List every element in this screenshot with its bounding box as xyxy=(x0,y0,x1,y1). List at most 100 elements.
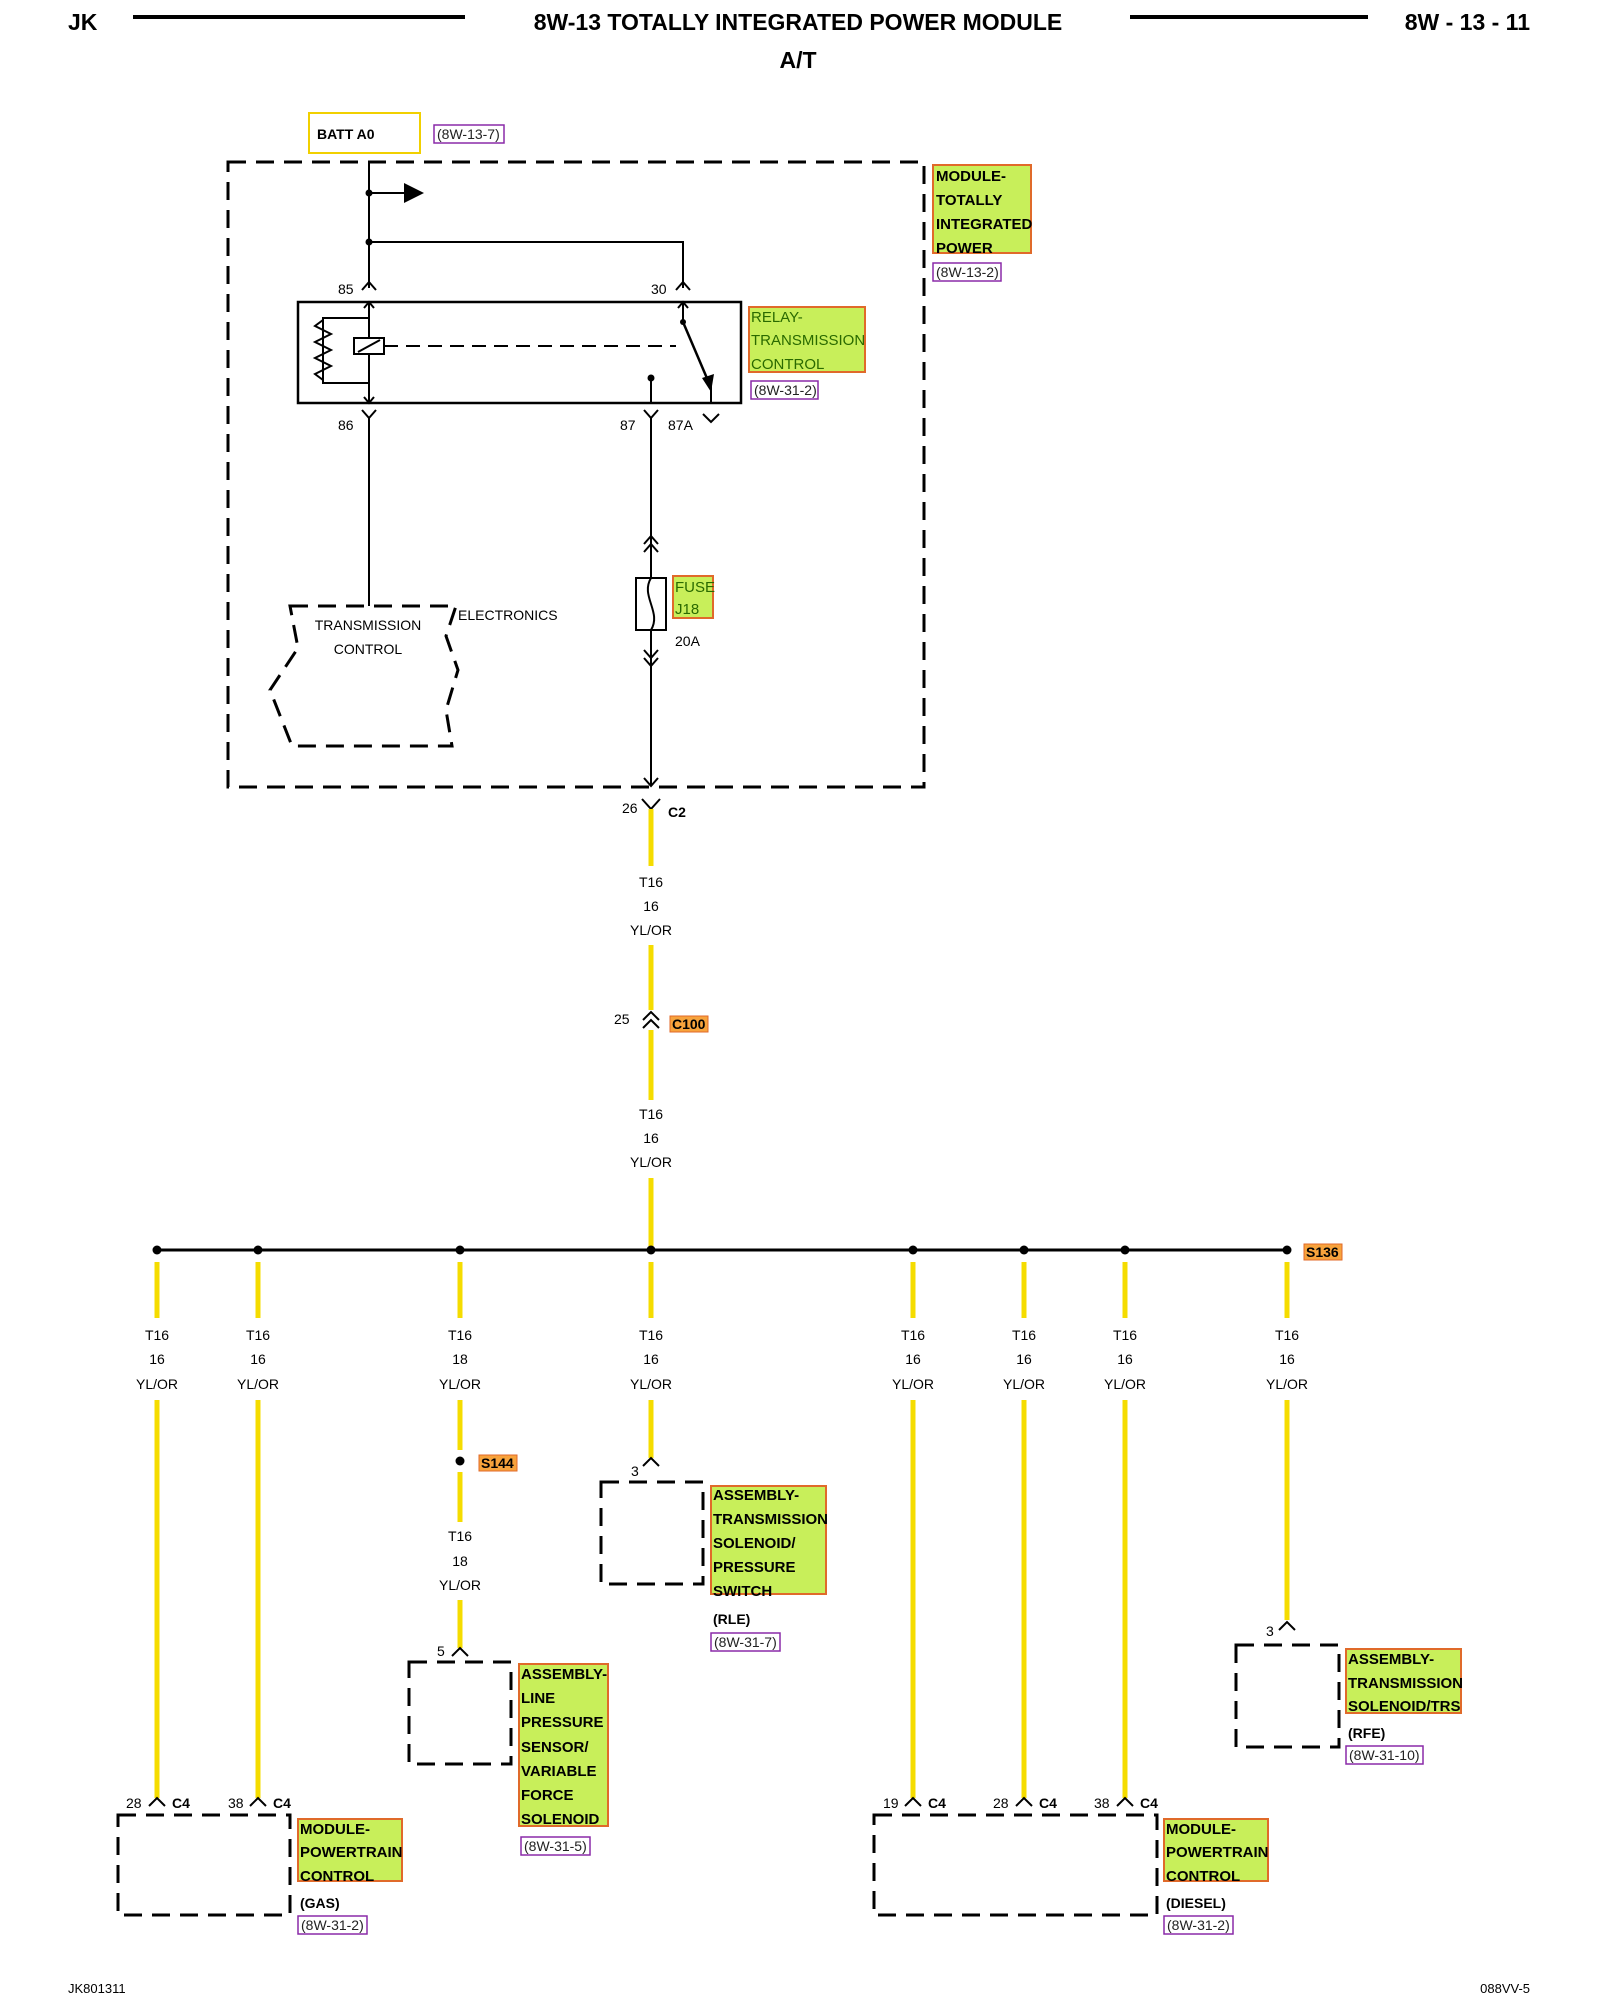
pcm-gas-ref[interactable]: (8W-31-2) xyxy=(301,1917,364,1933)
svg-text:ASSEMBLY-: ASSEMBLY- xyxy=(521,1666,607,1683)
main-wire-gauge: 16 xyxy=(643,898,659,914)
pcm-gas-conn-2: C4 xyxy=(273,1795,291,1811)
relay-pin-86-terminal xyxy=(361,409,377,420)
lps-label: ASSEMBLY- LINE PRESSURE SENSOR/ VARIABLE… xyxy=(521,1666,607,1828)
tce-label-line2: CONTROL xyxy=(334,641,403,657)
svg-text:CONTROL: CONTROL xyxy=(300,1868,374,1885)
pcm-diesel-ref-box[interactable] xyxy=(1163,1915,1234,1935)
c100-label-box[interactable] xyxy=(669,1015,709,1033)
main-wire-gauge-2: 16 xyxy=(643,1130,659,1146)
fuse-rating: 20A xyxy=(675,633,701,649)
pcm-gas-outline xyxy=(116,1813,292,1917)
tsps-ref-box[interactable] xyxy=(710,1632,781,1652)
tsps-label: ASSEMBLY- TRANSMISSION SOLENOID/ PRESSUR… xyxy=(713,1487,828,1600)
svg-text:SOLENOID/TRS: SOLENOID/TRS xyxy=(1348,1698,1461,1715)
tsps-outline xyxy=(599,1480,705,1586)
svg-text:CONTROL: CONTROL xyxy=(751,356,824,373)
tipm-label: MODULE- TOTALLY INTEGRATED POWER xyxy=(936,168,1033,257)
svg-text:T16: T16 xyxy=(246,1327,270,1343)
lps-ref[interactable]: (8W-31-5) xyxy=(524,1838,587,1854)
pcm-diesel-conn-3: C4 xyxy=(1140,1795,1158,1811)
relay-no-contact xyxy=(647,374,655,382)
svg-text:ASSEMBLY-: ASSEMBLY- xyxy=(1348,1651,1434,1668)
main-wire-color: YL/OR xyxy=(630,922,672,938)
pcm-diesel-pin-3: 38 xyxy=(1094,1795,1110,1811)
svg-text:YL/OR: YL/OR xyxy=(892,1376,934,1392)
pcm-diesel-label: MODULE- POWERTRAIN CONTROL xyxy=(1166,1821,1269,1885)
svg-text:POWER: POWER xyxy=(936,240,993,257)
batt-ref[interactable]: (8W-13-7) xyxy=(437,126,500,142)
relay-pin-87a-terminal xyxy=(702,413,720,424)
trs-ref-box[interactable] xyxy=(1345,1745,1424,1765)
svg-text:PRESSURE: PRESSURE xyxy=(713,1559,796,1576)
svg-text:YL/OR: YL/OR xyxy=(439,1376,481,1392)
branch-label-6: T16 16 YL/OR xyxy=(1003,1327,1045,1392)
tsps-ref[interactable]: (8W-31-7) xyxy=(714,1634,777,1650)
svg-text:POWERTRAIN: POWERTRAIN xyxy=(1166,1844,1269,1861)
pcm-gas-ref-box[interactable] xyxy=(297,1915,368,1935)
relay-ref-box[interactable] xyxy=(750,380,819,400)
page-title: 8W-13 TOTALLY INTEGRATED POWER MODULE xyxy=(534,9,1063,35)
pcm-diesel-ref[interactable]: (8W-31-2) xyxy=(1167,1917,1230,1933)
relay-ref[interactable]: (8W-31-2) xyxy=(754,382,817,398)
svg-text:T16: T16 xyxy=(1275,1327,1299,1343)
pcm-gas-variant: (GAS) xyxy=(300,1895,340,1911)
svg-text:T16: T16 xyxy=(1012,1327,1036,1343)
fuse-label-box[interactable] xyxy=(672,575,714,619)
svg-text:16: 16 xyxy=(643,1351,659,1367)
svg-text:T16: T16 xyxy=(145,1327,169,1343)
pcm-diesel-conn-1: C4 xyxy=(928,1795,946,1811)
s144-label-box[interactable] xyxy=(478,1454,518,1472)
svg-text:SOLENOID: SOLENOID xyxy=(521,1811,600,1828)
lps-outline xyxy=(407,1660,513,1766)
branch-label-1: T16 16 YL/OR xyxy=(136,1327,178,1392)
main-wire-circuit: T16 xyxy=(639,874,663,890)
tce-outline xyxy=(268,604,460,748)
header-left: JK xyxy=(68,9,98,35)
page-subtitle: A/T xyxy=(779,47,816,73)
tipm-ref-box[interactable] xyxy=(932,262,1002,282)
relay-30-feed-wire xyxy=(369,241,684,288)
trs-ref[interactable]: (8W-31-10) xyxy=(1349,1747,1420,1763)
svg-text:SENSOR/: SENSOR/ xyxy=(521,1739,589,1756)
tsps-label-box[interactable] xyxy=(710,1485,827,1595)
svg-text:YL/OR: YL/OR xyxy=(237,1376,279,1392)
trs-label-box[interactable] xyxy=(1345,1648,1462,1714)
svg-text:T16: T16 xyxy=(448,1528,472,1544)
s144-label: S144 xyxy=(481,1455,514,1471)
s144-splice-node xyxy=(455,1456,465,1466)
relay-label-box[interactable] xyxy=(748,306,866,373)
s136-label-box[interactable] xyxy=(1303,1243,1343,1261)
tce-label-side: ELECTRONICS xyxy=(458,607,558,623)
s136-label: S136 xyxy=(1306,1244,1339,1260)
pcm-diesel-label-box[interactable] xyxy=(1163,1818,1269,1882)
relay-pin-30-terminal xyxy=(675,280,691,291)
s144-wire-label: T16 18 YL/OR xyxy=(439,1528,481,1593)
svg-text:LINE: LINE xyxy=(521,1690,555,1707)
tce-label-line1: TRANSMISSION xyxy=(315,617,422,633)
relay-pin-87: 87 xyxy=(620,417,636,433)
svg-text:16: 16 xyxy=(1279,1351,1295,1367)
batt-ref-box[interactable] xyxy=(433,124,505,144)
lps-label-box[interactable] xyxy=(518,1663,609,1827)
lps-ref-box[interactable] xyxy=(520,1836,591,1856)
tipm-module-outline xyxy=(226,160,926,789)
svg-text:TRANSMISSION: TRANSMISSION xyxy=(1348,1675,1463,1692)
branch-label-7: T16 16 YL/OR xyxy=(1104,1327,1146,1392)
svg-text:YL/OR: YL/OR xyxy=(1104,1376,1146,1392)
svg-text:TRANSMISSION: TRANSMISSION xyxy=(751,332,865,349)
svg-text:VARIABLE: VARIABLE xyxy=(521,1763,597,1780)
batt-label: BATT A0 xyxy=(317,126,375,142)
relay-pin-85: 85 xyxy=(338,281,354,297)
main-wire-color-2: YL/OR xyxy=(630,1154,672,1170)
tipm-label-box[interactable] xyxy=(932,164,1032,254)
c2-terminal xyxy=(641,798,661,811)
relay-switch-contact xyxy=(681,321,711,384)
pcm-diesel-variant: (DIESEL) xyxy=(1166,1895,1226,1911)
relay-pin-87-terminal xyxy=(643,409,659,420)
c100-pin: 25 xyxy=(614,1011,630,1027)
main-wire-circuit-2: T16 xyxy=(639,1106,663,1122)
relay-suppression-resistor xyxy=(312,319,334,381)
pcm-gas-label-box[interactable] xyxy=(297,1818,403,1882)
tipm-ref[interactable]: (8W-13-2) xyxy=(936,264,999,280)
